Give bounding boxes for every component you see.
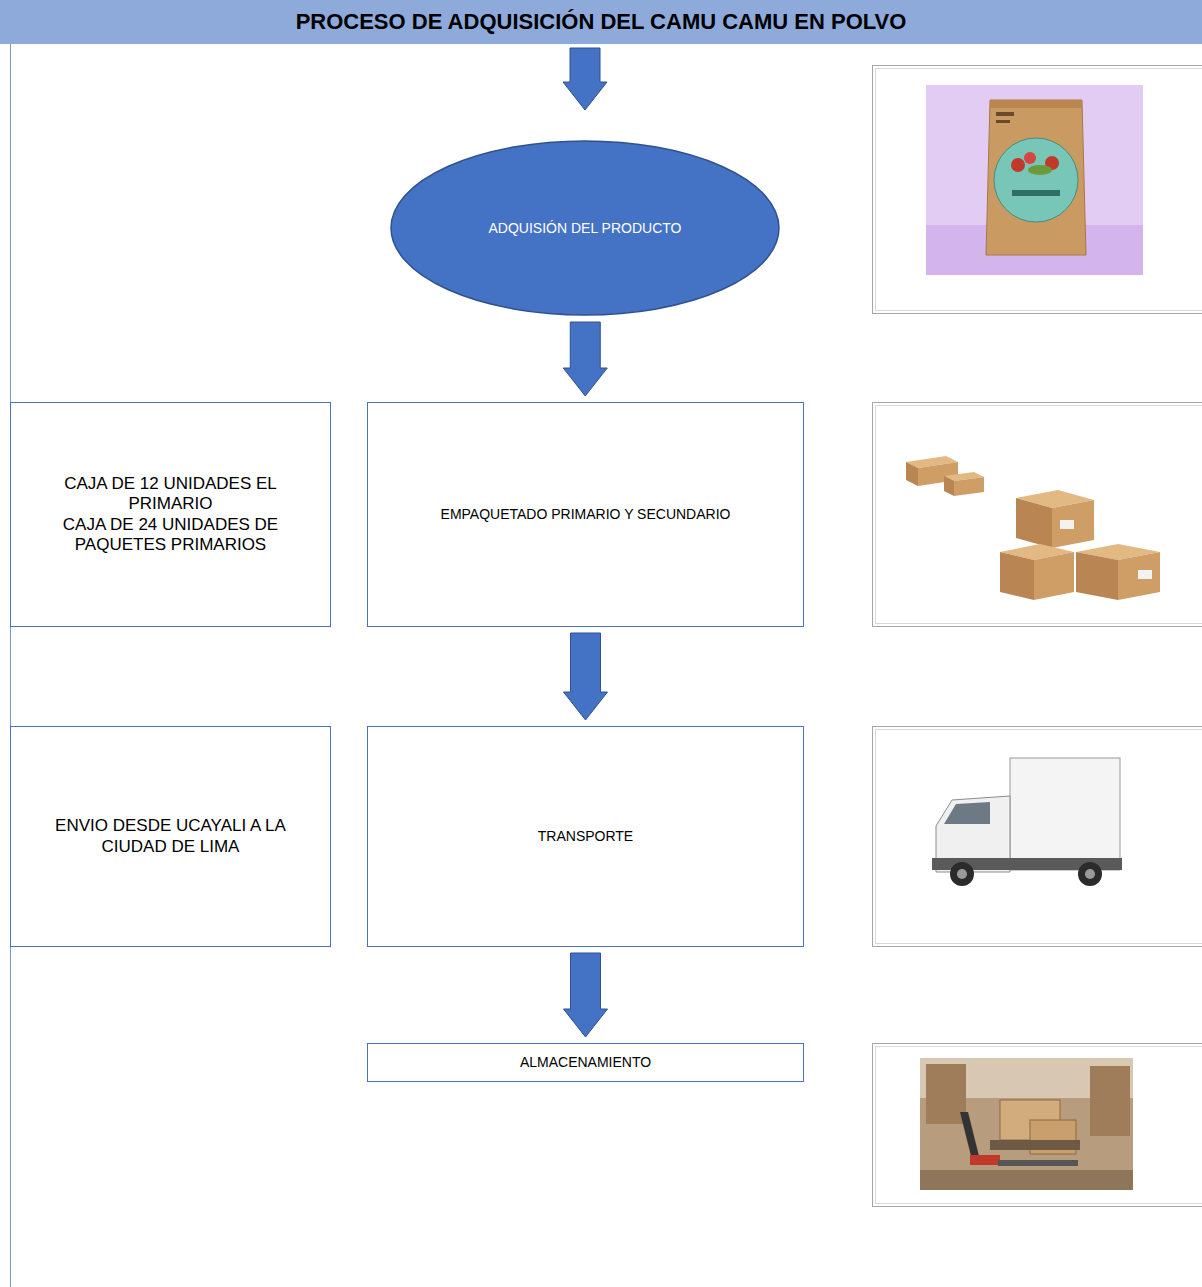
process-box: EMPAQUETADO PRIMARIO Y SECUNDARIO (367, 402, 804, 627)
node-text: EMPAQUETADO PRIMARIO Y SECUNDARIO (441, 506, 731, 523)
block-arrow (564, 953, 608, 1037)
note-box: CAJA DE 12 UNIDADES EL PRIMARIOCAJA DE 2… (10, 402, 331, 627)
process-box: ALMACENAMIENTO (367, 1043, 804, 1082)
block-arrow (563, 322, 607, 396)
node-text: TRANSPORTE (538, 828, 633, 845)
title-band: PROCESO DE ADQUISICIÓN DEL CAMU CAMU EN … (0, 0, 1202, 44)
note-box: ENVIO DESDE UCAYALI A LA CIUDAD DE LIMA (10, 726, 331, 947)
boxes-image (873, 403, 1202, 627)
node-text: ENVIO DESDE UCAYALI A LA CIUDAD DE LIMA (23, 816, 318, 857)
block-arrow (564, 633, 608, 720)
ellipse-shape (391, 141, 779, 315)
diagram-title: PROCESO DE ADQUISICIÓN DEL CAMU CAMU EN … (296, 9, 907, 35)
product-image (873, 66, 1202, 314)
frame-line (10, 44, 11, 1287)
node-text: ADQUISIÓN DEL PRODUCTO (489, 220, 682, 237)
process-ellipse: ADQUISIÓN DEL PRODUCTO (390, 140, 780, 316)
node-text: CAJA DE 24 UNIDADES DE PAQUETES PRIMARIO… (23, 515, 318, 556)
truck-image (873, 727, 1202, 947)
block-arrow (563, 48, 607, 110)
process-box: TRANSPORTE (367, 726, 804, 947)
node-text: CAJA DE 12 UNIDADES EL PRIMARIO (23, 474, 318, 515)
warehouse-image (873, 1044, 1202, 1207)
node-text: ALMACENAMIENTO (520, 1054, 651, 1071)
